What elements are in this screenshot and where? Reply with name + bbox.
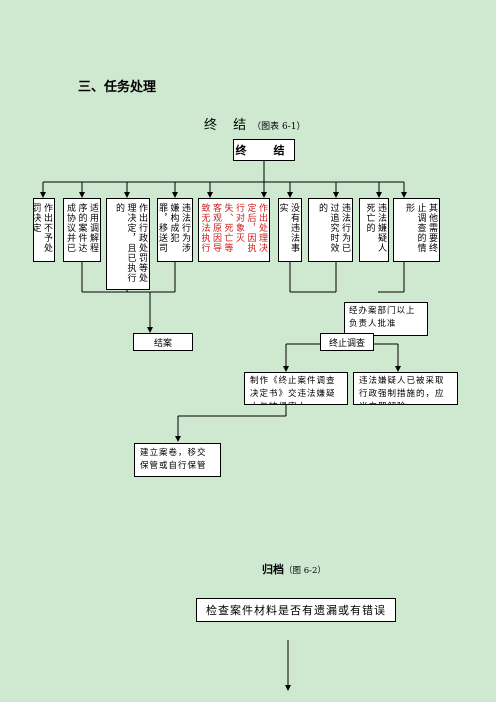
fig2-title: 归档（图 6-2） [262, 561, 326, 577]
fig1-subtitle: （图表 6-1） [252, 122, 306, 132]
fig2-title-text: 归档 [262, 563, 284, 576]
branch-unable-to-execute: 作出处理决定后，因执行对象灭失、死亡等客观原因导致无法执行或者无需执行的 [198, 198, 270, 262]
section-heading: 三、任务处理 [78, 80, 157, 95]
branch-suspect-deceased: 违法嫌疑人死亡的 [359, 198, 389, 262]
fig1-title-text: 终 结 [204, 118, 253, 133]
release-measures-box: 违法嫌疑人已被采取行政强制措施的，应当立即解除 [353, 372, 458, 405]
branch-statute-expired: 违法行为已过追究时效的 [308, 198, 353, 262]
terminate-investigation-box: 终止调查 [320, 333, 374, 351]
close-case-box: 结案 [133, 333, 193, 351]
branch-penalty-executed: 作出行政处罚等处理决定，且已执行的 [106, 198, 150, 290]
termination-root-box: 终 结 [233, 139, 295, 161]
termination-notice-box: 制作《终止案件调查决定书》交违法嫌疑人与被侵害人 [244, 372, 348, 405]
branch-transfer-judicial: 违法行为涉嫌构成犯罪，移送司法机关的 [157, 198, 193, 262]
fig1-title: 终 结（图表 6-1） [204, 114, 306, 133]
fig2-subtitle: （图 6-2） [284, 566, 326, 576]
archive-file-box: 建立案卷，移交保管或自行保管 [134, 443, 221, 477]
approval-box: 经办案部门以上负责人批准 [344, 302, 428, 336]
branch-other-situations: 其他需要终止调查的情形 [393, 198, 440, 262]
branch-no-penalty: 作出不予处罚决定 [33, 198, 55, 262]
branch-no-illegal-fact: 没有违法事实 [278, 198, 302, 262]
check-materials-box: 检查案件材料是否有遗漏或有错误 [196, 598, 396, 622]
branch-mediation-agreement: 适用调解程序的案件达成协议并已履行的 [63, 198, 101, 262]
